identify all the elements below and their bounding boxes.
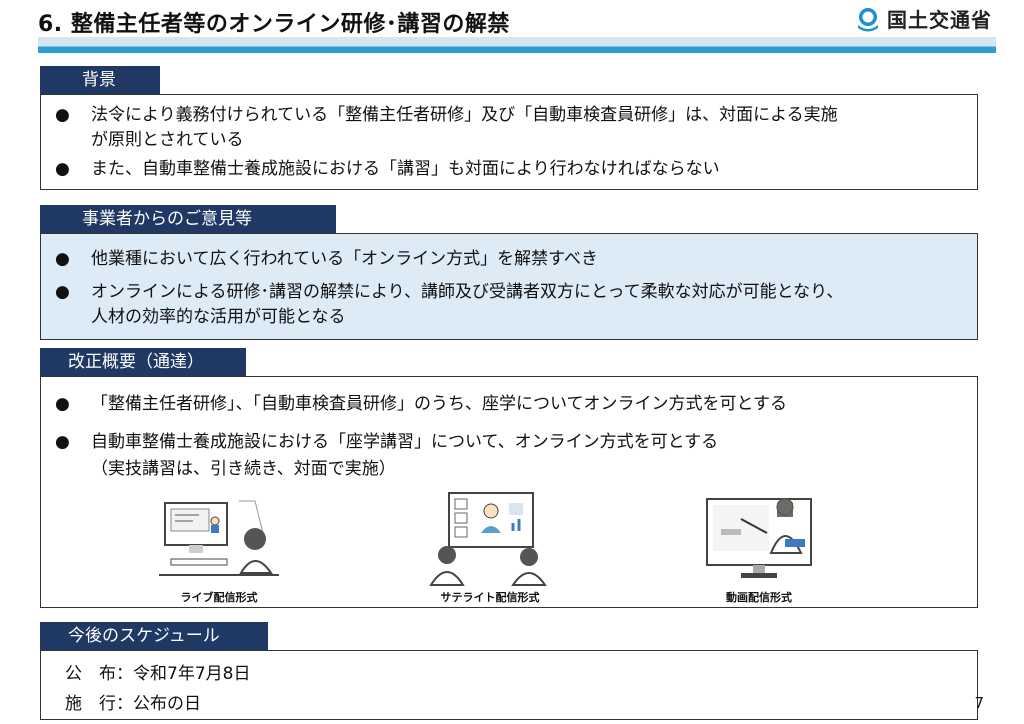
section-label-background: 背景 <box>40 66 160 94</box>
bullet-icon: ● <box>55 249 70 269</box>
bullet-icon: ● <box>55 432 70 452</box>
page-number: 7 <box>974 694 984 712</box>
caption-live: ライブ配信形式 <box>180 591 258 604</box>
page-title: 6. 整備主任者等のオンライン研修･講習の解禁 <box>38 12 510 37</box>
bullet-text-cont: （実技講習は、引き続き、対面で実施） <box>91 459 396 479</box>
bullet-text: オンラインによる研修･講習の解禁により、講師及び受講者双方にとって柔軟な対応が可… <box>91 282 844 302</box>
mlit-emblem-icon <box>858 7 878 31</box>
bullet-icon: ● <box>55 105 70 125</box>
revision-box: ● 「整備主任者研修」、「自動車検査員研修」のうち、座学についてオンライン方式を… <box>40 376 978 608</box>
bullet-icon: ● <box>55 394 70 414</box>
bullet-icon: ● <box>55 282 70 302</box>
bullet-icon: ● <box>55 159 70 179</box>
bullet-text: 法令により義務付けられている「整備主任者研修」及び「自動車検査員研修」は、対面に… <box>91 105 838 125</box>
opinions-box: ● 他業種において広く行われている「オンライン方式」を解禁すべき ● オンライン… <box>40 233 978 340</box>
section-label-opinions: 事業者からのご意見等 <box>40 205 336 233</box>
section-label-schedule: 今後のスケジュール <box>40 622 268 650</box>
section-label-revision: 改正概要（通達） <box>40 348 246 376</box>
caption-satellite: サテライト配信形式 <box>440 591 540 604</box>
mlit-logo: 国土交通省 <box>855 4 992 33</box>
bullet-text: 他業種において広く行われている「オンライン方式」を解禁すべき <box>91 249 598 269</box>
bullet-text: 「整備主任者研修」、「自動車検査員研修」のうち、座学についてオンライン方式を可と… <box>91 394 787 414</box>
title-underline-bar <box>38 37 996 53</box>
schedule-enforcement: 施 行：公布の日 <box>65 694 201 714</box>
bullet-text-cont: が原則とされている <box>91 130 244 150</box>
satellite-delivery-illustration <box>429 492 547 586</box>
logo-text: 国土交通省 <box>887 8 992 32</box>
live-delivery-illustration <box>159 500 279 576</box>
caption-video: 動画配信形式 <box>726 591 792 604</box>
bullet-text: 自動車整備士養成施設における「座学講習」について、オンライン方式を可とする <box>91 432 719 452</box>
schedule-promulgation: 公 布：令和7年7月8日 <box>65 664 251 684</box>
video-delivery-illustration <box>706 498 812 578</box>
bullet-text-cont: 人材の効率的な活用が可能となる <box>91 307 346 327</box>
schedule-box: 公 布：令和7年7月8日 施 行：公布の日 <box>40 650 978 720</box>
background-box: ● 法令により義務付けられている「整備主任者研修」及び「自動車検査員研修」は、対… <box>40 94 978 190</box>
bullet-text: また、自動車整備士養成施設における「講習」も対面により行わなければならない <box>91 159 720 179</box>
